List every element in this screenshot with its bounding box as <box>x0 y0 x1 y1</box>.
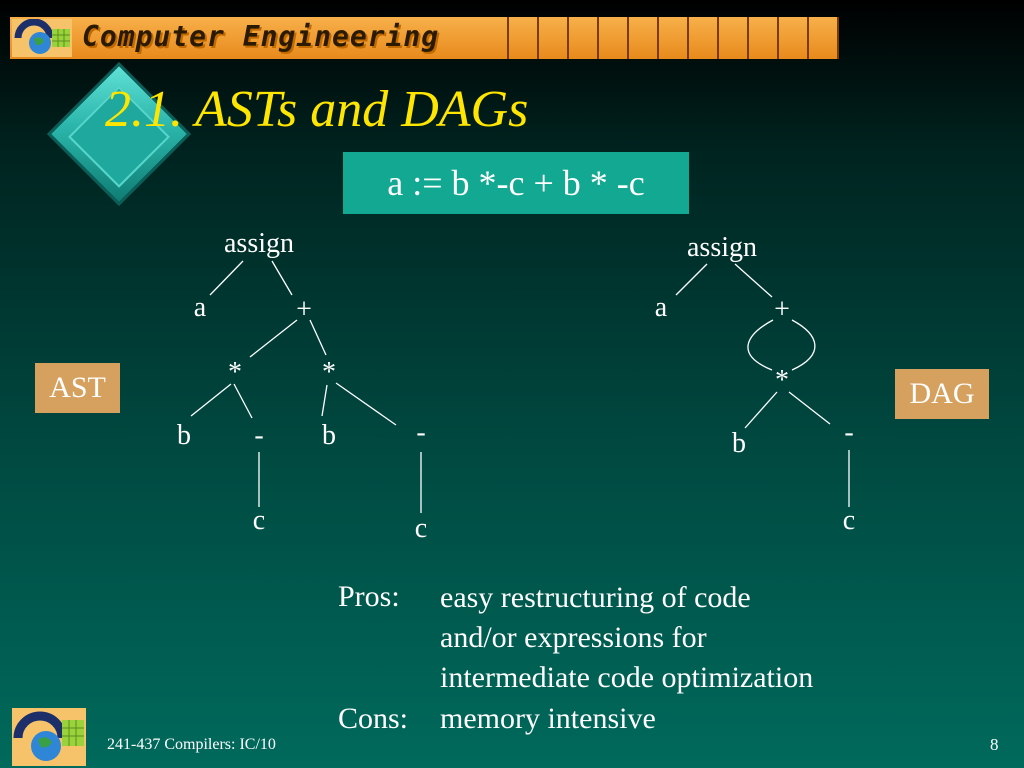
footer-globe-logo-icon <box>12 708 86 766</box>
pros-line: intermediate code optimization <box>440 661 814 694</box>
banner-decoration <box>507 17 867 59</box>
pros-line: and/or expressions for <box>440 621 707 654</box>
dag-tree: assign a + * b - c <box>655 232 855 536</box>
ast-tree: assign a + * * b - b - c c <box>177 228 427 544</box>
ast-node-neg-left: - <box>254 420 263 451</box>
globe-logo-icon <box>12 19 72 57</box>
footer-course: 241-437 Compilers: IC/10 <box>107 736 276 753</box>
cons-text: memory intensive <box>440 702 656 735</box>
ast-node-b-left: b <box>177 420 191 451</box>
ast-node-c-left: c <box>253 505 265 536</box>
header-banner: Computer Engineering <box>10 17 839 59</box>
dag-node-plus: + <box>774 294 790 325</box>
page-number: 8 <box>990 735 999 754</box>
dag-edges <box>675 263 850 507</box>
ast-label-box: AST <box>35 363 120 413</box>
slide-title: 2.1. ASTs and DAGs <box>105 81 529 138</box>
expression-box: a := b *-c + b * -c <box>343 152 689 214</box>
banner-title: Computer Engineering <box>82 20 440 53</box>
pros-text: easy restructuring of code and/or expres… <box>440 578 813 698</box>
ast-node-neg-right: - <box>416 417 425 448</box>
ast-node-assign: assign <box>224 228 294 259</box>
dag-node-mul: * <box>775 365 789 396</box>
dag-label-box: DAG <box>895 369 989 419</box>
pros-line: easy restructuring of code <box>440 581 751 614</box>
dag-node-assign: assign <box>687 232 757 263</box>
ast-node-c-right: c <box>415 513 427 544</box>
cons-label: Cons: <box>338 702 409 735</box>
ast-node-mul-right: * <box>322 357 336 388</box>
ast-node-mul-left: * <box>228 357 242 388</box>
dag-node-b: b <box>732 428 746 459</box>
ast-node-plus: + <box>296 294 312 325</box>
ast-node-a: a <box>194 292 207 323</box>
dag-node-c: c <box>843 505 855 536</box>
ast-node-b-right: b <box>322 420 336 451</box>
dag-node-a: a <box>655 292 668 323</box>
dag-node-neg: - <box>844 417 853 448</box>
pros-label: Pros: <box>338 580 400 613</box>
ast-edges <box>190 260 422 513</box>
